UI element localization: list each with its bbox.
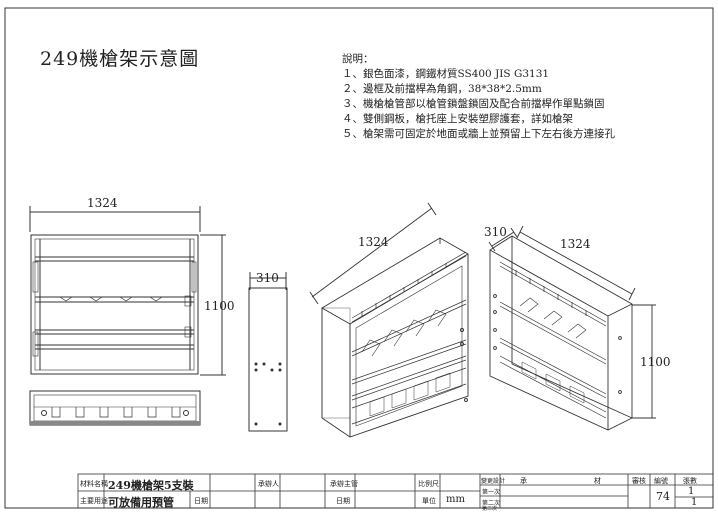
tb-scale-label: 比例尺 bbox=[418, 480, 439, 488]
notes-block: 說明： １、銀色面漆，鋼鐵材質SS400 JIS G3131 ２、邊框及前擋桿為… bbox=[342, 52, 615, 142]
front-height-label: 1100 bbox=[204, 299, 235, 313]
tb-name-label: 材料名稱 bbox=[80, 480, 108, 488]
notes-heading: 說明： bbox=[342, 53, 374, 65]
tb-date-label: 日期 bbox=[194, 497, 208, 505]
top-view bbox=[29, 390, 201, 426]
tb-col-b: 材 bbox=[594, 477, 601, 485]
note-item-1: １、銀色面漆，鋼鐵材質SS400 JIS G3131 bbox=[342, 68, 550, 80]
iso2-depth-label: 310 bbox=[484, 225, 507, 239]
tb-name-value: 249機槍架5支裝 bbox=[108, 479, 194, 492]
tb-check-label: 承辦主管 bbox=[330, 480, 358, 488]
front-width-label: 1324 bbox=[87, 196, 118, 210]
note-item-4: ４、雙側鋼板，槍托座上安裝塑膠護套，詳如槍架 bbox=[342, 113, 573, 125]
tb-number-value: 74 bbox=[656, 490, 670, 503]
isometric-view-2 bbox=[488, 225, 656, 431]
side-depth-label: 310 bbox=[256, 271, 279, 285]
tb-unit-label: 單位 bbox=[422, 497, 436, 505]
tb-date-label-2: 日期 bbox=[336, 497, 350, 505]
tb-purpose-value: 可放備用預管 bbox=[108, 496, 174, 509]
isometric-view-1 bbox=[309, 202, 469, 438]
tb-purpose-label: 主要用途 bbox=[80, 497, 108, 505]
tb-sheet-top: 1 bbox=[688, 486, 695, 497]
tb-sheet-bottom: 1 bbox=[691, 497, 698, 508]
tb-revise-label: 變更設計 bbox=[481, 478, 506, 485]
tb-rev1: 第一次 bbox=[482, 489, 501, 496]
iso1-width-label: 1324 bbox=[358, 235, 389, 249]
note-item-3: ３、機槍槍管部以槍管鎖盤鎖固及配合前擋桿作單點鎖固 bbox=[342, 98, 605, 110]
tb-rev2: 第二次 bbox=[482, 500, 501, 507]
tb-rev3: 第三次 bbox=[482, 506, 498, 512]
tb-col-d: 編號 bbox=[654, 477, 668, 485]
tb-col-c: 審核 bbox=[632, 477, 646, 485]
tb-col-e: 張數 bbox=[683, 477, 697, 485]
front-view bbox=[29, 206, 226, 376]
iso2-width-label: 1324 bbox=[560, 237, 591, 251]
tb-approve-label: 承辦人 bbox=[258, 480, 279, 488]
tb-unit-value: mm bbox=[446, 494, 465, 505]
tb-col-a: 承 bbox=[520, 477, 527, 485]
note-item-2: ２、邊框及前擋桿為角鋼，38*38*2.5mm bbox=[342, 83, 542, 95]
drawing-title: 249機槍架示意圖 bbox=[40, 48, 200, 70]
side-view bbox=[248, 272, 288, 432]
note-item-5: ５、槍架需可固定於地面或牆上並預留上下左右後方連接孔 bbox=[342, 128, 615, 140]
drawing-border bbox=[4, 7, 714, 509]
iso2-height-label: 1100 bbox=[640, 355, 671, 369]
title-block bbox=[77, 473, 714, 509]
